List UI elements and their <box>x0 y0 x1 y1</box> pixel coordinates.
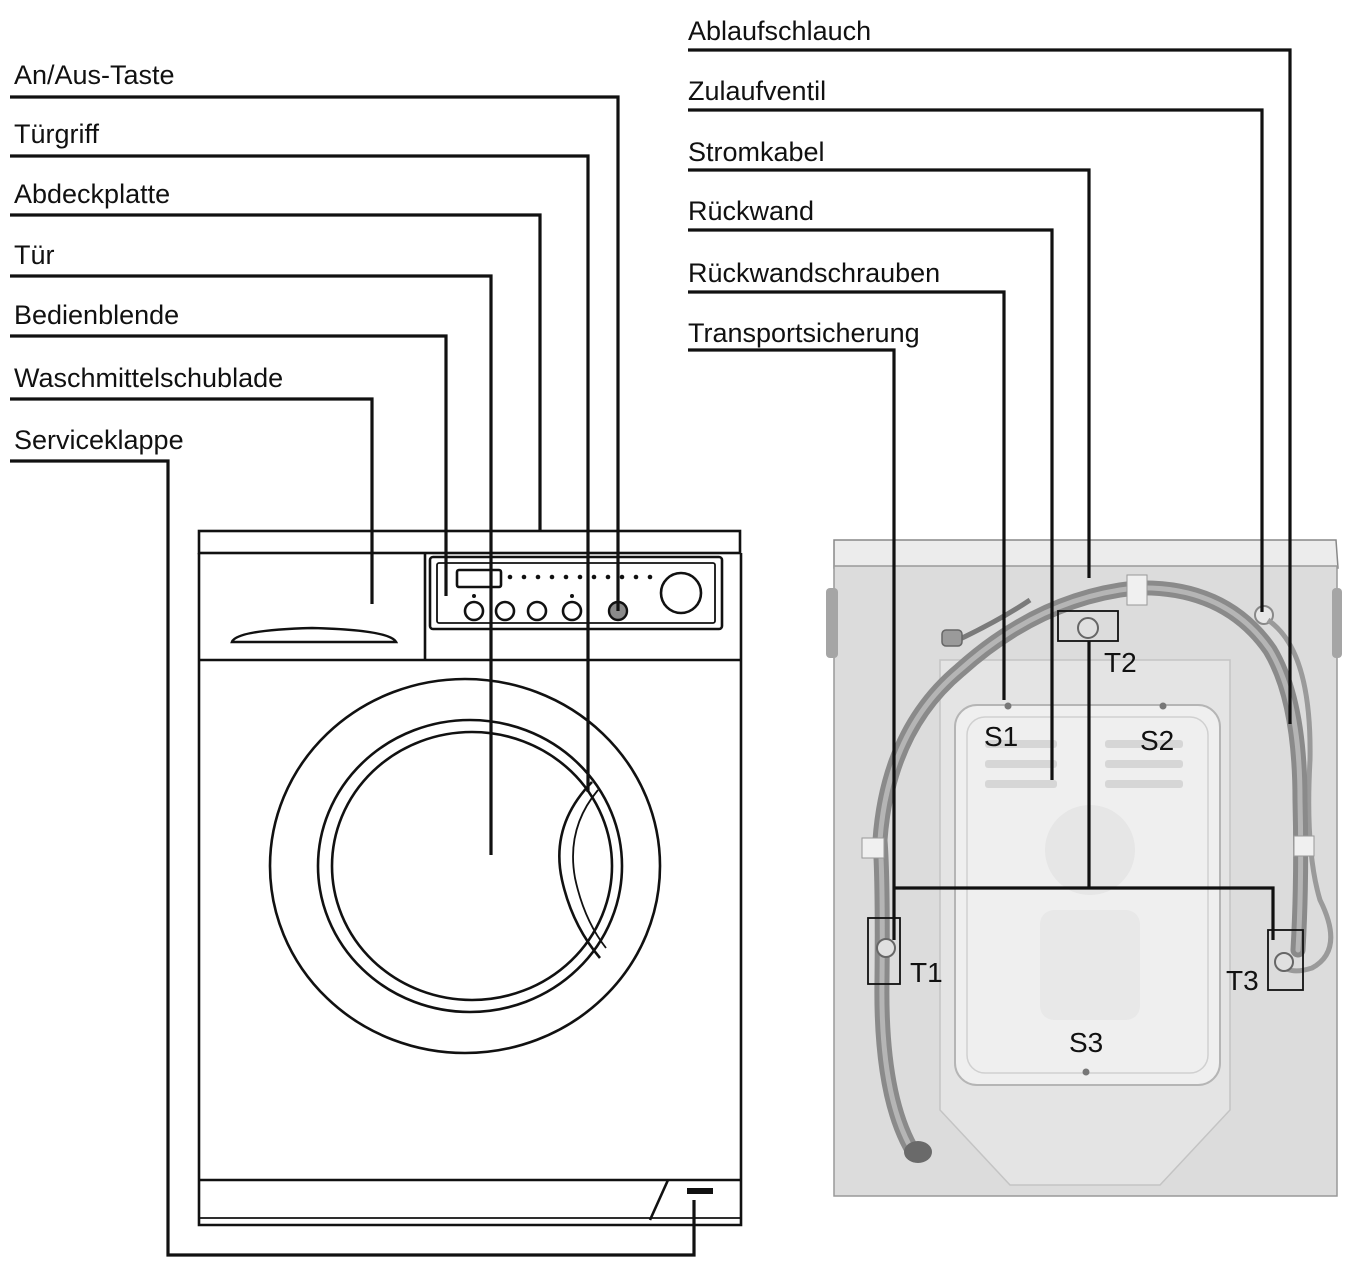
label-cover-plate: Abdeckplatte <box>14 179 170 209</box>
program-knob <box>659 571 703 615</box>
hose-clip-top <box>1126 574 1148 606</box>
service-flap-grip <box>687 1188 713 1194</box>
program-button-1 <box>463 600 485 622</box>
screw-s1 <box>1004 702 1012 710</box>
front-leaders <box>10 95 696 1257</box>
leader-transport-lock-bar <box>894 886 1275 940</box>
drain-hose-highlight <box>877 585 1304 1158</box>
rear-leaders <box>688 48 1292 940</box>
leader-back-panel-screws <box>688 290 1006 700</box>
leader-power-cable <box>688 168 1091 578</box>
front-cabinet <box>197 553 743 1227</box>
leader-back-panel <box>688 228 1054 780</box>
control-panel-inner <box>436 562 716 624</box>
inlet-hose <box>1266 617 1334 974</box>
label-drain-hose: Ablaufschlauch <box>688 16 871 46</box>
leader-door <box>10 274 493 855</box>
transport-lock-t1-box <box>867 917 901 985</box>
door-glass-rim <box>316 718 624 1014</box>
leader-cover-plate <box>10 213 542 531</box>
point-marker-texts: S1 S2 S3 T1 T2 T3 <box>910 647 1259 1058</box>
back-panel-vents <box>985 740 1183 788</box>
marker-t1: T1 <box>910 957 943 988</box>
indicator-dots <box>472 574 653 598</box>
rear-side-right <box>1332 588 1342 658</box>
door-glass <box>330 730 614 1002</box>
leader-transport-lock <box>688 348 896 940</box>
door-handle-shape <box>558 781 601 959</box>
program-button-4 <box>561 600 583 622</box>
leader-door-handle <box>10 154 590 792</box>
label-power-cable: Stromkabel <box>688 137 825 167</box>
label-detergent-drawer: Waschmittelschublade <box>14 363 283 393</box>
detergent-drawer-handle <box>230 626 399 644</box>
leader-drain-hose <box>688 48 1292 724</box>
marker-t2: T2 <box>1104 647 1137 678</box>
power-plug <box>941 629 963 647</box>
label-back-panel: Rückwand <box>688 196 814 226</box>
back-panel-lower-shape <box>1040 910 1140 1020</box>
marker-s3: S3 <box>1069 1027 1103 1058</box>
label-service-flap: Serviceklappe <box>14 425 184 455</box>
marker-t3: T3 <box>1226 965 1259 996</box>
front-label-texts: An/Aus-Taste Türgriff Abdeckplatte Tür B… <box>14 60 283 455</box>
leader-power-button <box>10 95 620 611</box>
label-inlet-valve: Zulaufventil <box>688 76 826 106</box>
screw-s2 <box>1159 702 1167 710</box>
marker-s2: S2 <box>1140 725 1174 756</box>
rear-top-strip <box>833 539 1339 569</box>
label-back-panel-screws: Rückwandschrauben <box>688 258 940 288</box>
screw-s3 <box>1082 1068 1090 1076</box>
drain-hose-end <box>904 1141 932 1163</box>
label-transport-lock: Transportsicherung <box>688 318 920 348</box>
leader-service-flap <box>10 459 696 1257</box>
marker-s1: S1 <box>984 721 1018 752</box>
service-flap-shape <box>648 1179 670 1221</box>
leader-control-panel <box>10 334 448 596</box>
label-door-handle: Türgriff <box>14 119 100 149</box>
front-top-strip <box>197 529 742 555</box>
transport-lock-t1-bolt <box>876 938 896 958</box>
program-button-2 <box>494 600 516 622</box>
hose-clip-left <box>861 837 885 859</box>
hose-clip-right <box>1293 835 1315 857</box>
leader-detergent-drawer <box>10 397 374 604</box>
leader-inlet-valve <box>688 108 1264 612</box>
display-window <box>455 568 503 589</box>
front-view <box>197 529 743 1227</box>
door-outer-ring <box>268 677 662 1055</box>
rear-side-left <box>826 588 838 658</box>
transport-lock-t2-bolt <box>1077 617 1099 639</box>
label-power-button: An/Aus-Taste <box>14 60 175 90</box>
rear-label-texts: Ablaufschlauch Zulaufventil Stromkabel R… <box>688 16 940 348</box>
rear-view <box>826 539 1342 1197</box>
label-door: Tür <box>14 240 55 270</box>
control-panel <box>428 555 724 631</box>
transport-lock-t3-bolt <box>1274 952 1294 972</box>
label-control-panel: Bedienblende <box>14 300 179 330</box>
program-button-3 <box>526 600 548 622</box>
transport-lock-t3-box <box>1267 929 1304 991</box>
power-cable-shape <box>956 597 1032 643</box>
door-handle-inner <box>572 789 607 949</box>
